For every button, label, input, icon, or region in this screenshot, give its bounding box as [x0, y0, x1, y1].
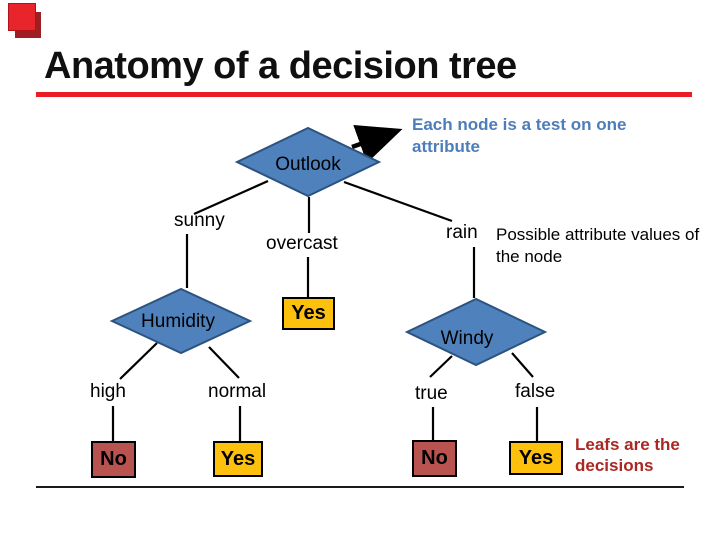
- humidity-node-shape: [109, 287, 253, 355]
- branch-label-false: false: [515, 381, 556, 402]
- edge-outlook-rain: [343, 180, 453, 223]
- leaf-normal-yes: Yes: [213, 441, 263, 477]
- branch-label-high: high: [90, 381, 126, 402]
- edge-windy-true: [429, 355, 453, 378]
- outlook-node-shape: [234, 126, 382, 198]
- branch-label-true: true: [415, 383, 448, 404]
- windy-node-label: Windy: [440, 328, 494, 349]
- outlook-node-label: Outlook: [275, 154, 341, 175]
- branch-label-rain: rain: [446, 222, 478, 243]
- node-note: Each node is a test on one attribute: [412, 115, 627, 156]
- leaf-false-yes: Yes: [509, 441, 563, 475]
- leaf-true-no: No: [412, 440, 457, 477]
- corner-red-square: [8, 3, 36, 31]
- windy-node-shape: [404, 297, 548, 367]
- branch-label-sunny: sunny: [174, 210, 225, 231]
- leaf-high-no: No: [91, 441, 136, 478]
- slide-title: Anatomy of a decision tree: [44, 45, 517, 87]
- bottom-divider: [36, 486, 684, 488]
- branch-label-overcast: overcast: [266, 233, 338, 254]
- attribute-values-note: Possible attribute values of the node: [496, 225, 700, 266]
- edge-humidity-high: [119, 342, 158, 380]
- leafs-note: Leafs are the decisions: [575, 435, 680, 475]
- edge-humidity-normal: [208, 346, 240, 379]
- edge-outlook-sunny: [193, 179, 269, 216]
- node-note-arrow: [351, 125, 403, 164]
- humidity-node-label: Humidity: [141, 311, 215, 332]
- leaf-overcast-yes: Yes: [282, 297, 335, 330]
- title-underline: [36, 92, 692, 97]
- branch-label-normal: normal: [208, 381, 267, 402]
- edge-windy-false: [511, 352, 534, 378]
